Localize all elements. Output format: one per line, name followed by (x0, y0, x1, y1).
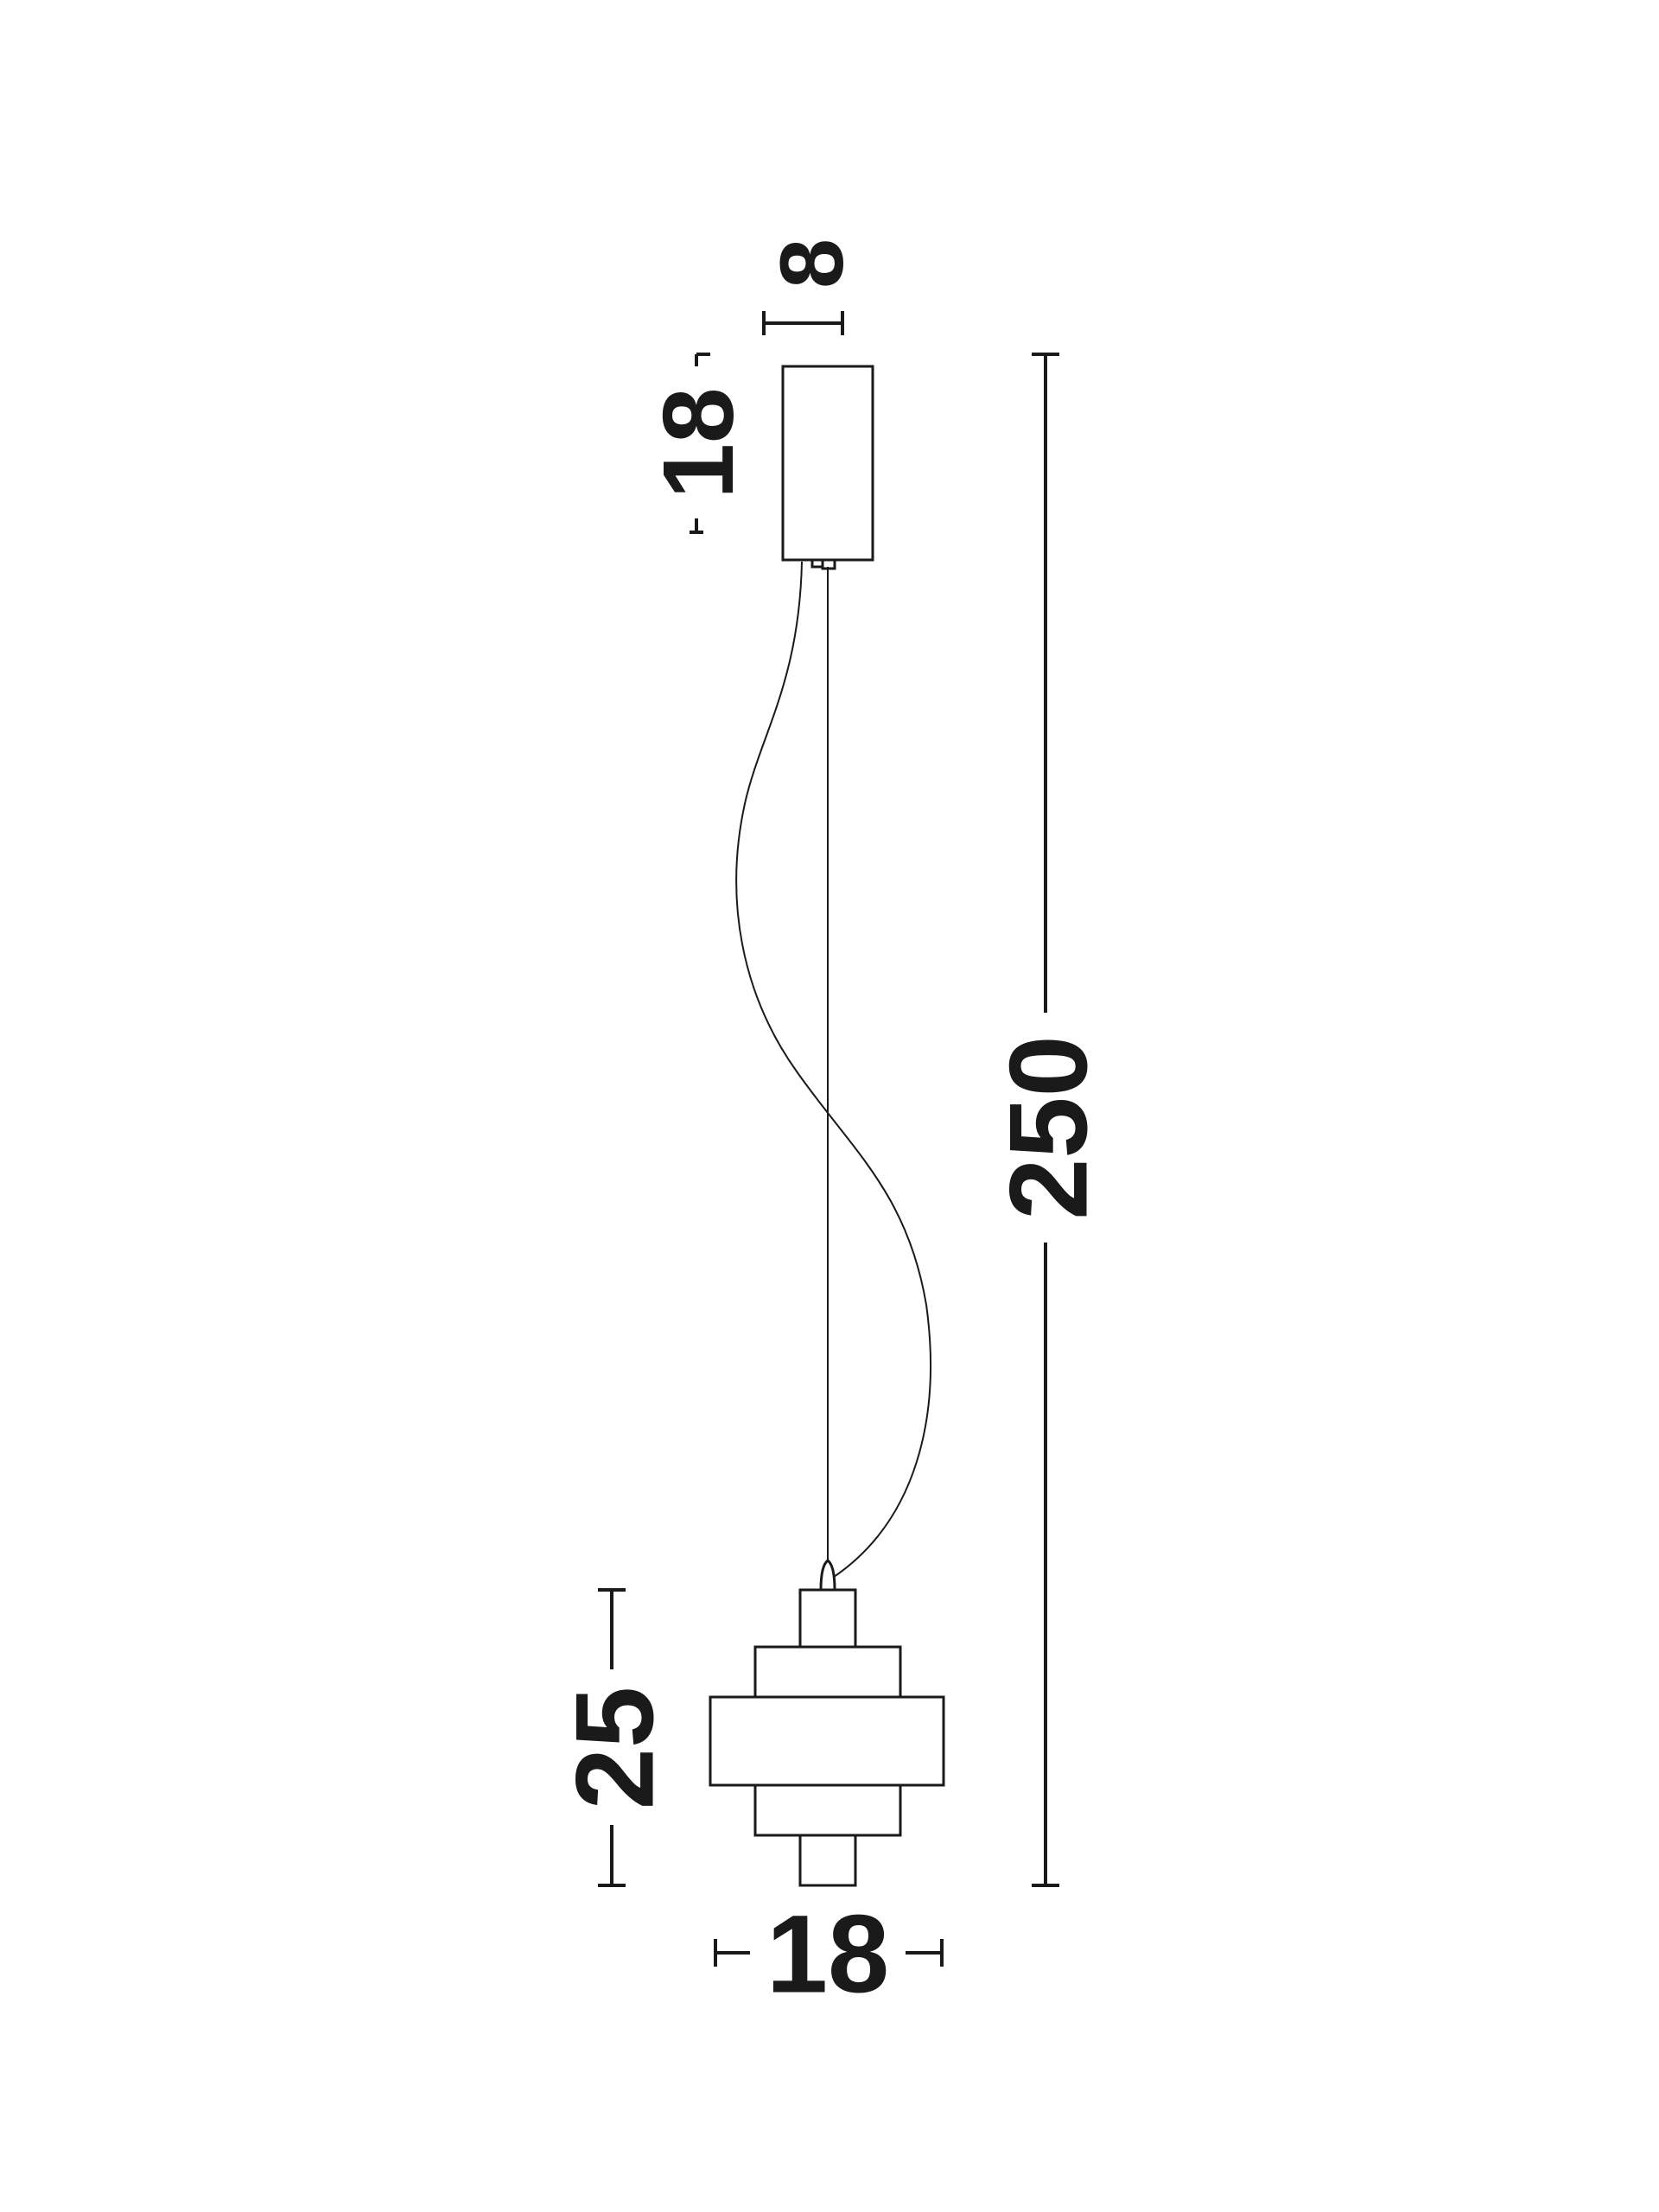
shade-height-label: 25 (554, 1687, 677, 1809)
dimension-shade-height: 25 (554, 1588, 677, 1887)
dimension-canopy-width: 8 (762, 238, 862, 335)
dimension-canopy-height: 18 (642, 353, 754, 534)
canopy-height-label: 18 (642, 387, 754, 499)
power-cable (735, 561, 931, 1578)
canopy-width-label: 8 (762, 238, 862, 289)
dimension-shade-width: 18 (714, 1893, 944, 2017)
lamp-shade (709, 1588, 945, 1887)
dimension-total-height: 250 (988, 353, 1111, 1887)
ceiling-canopy (781, 365, 874, 570)
bulb-tip (819, 1559, 836, 1592)
shade-width-label: 18 (766, 1893, 889, 2017)
total-height-label: 250 (988, 1035, 1111, 1220)
